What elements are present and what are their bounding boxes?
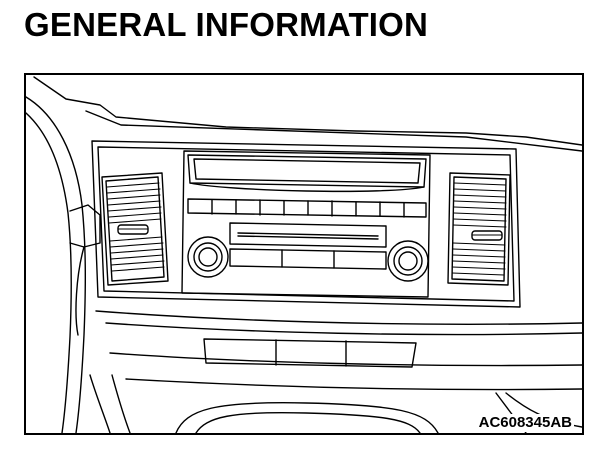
air-vent-right [447,172,511,286]
panel-contours [95,310,582,391]
vent-louvers-right [451,182,507,276]
preset-buttons [187,198,427,218]
page-title: GENERAL INFORMATION [24,6,429,43]
vent-knob-left [117,224,149,235]
climate-control-switches [203,338,417,368]
volume-knob [187,236,229,278]
figure-id-label: AC608345AB [476,414,574,432]
center-panel-bezel [91,140,521,308]
air-vent-left [101,172,169,286]
steering-wheel [26,96,101,433]
dashboard-top-surface [33,76,582,152]
tuning-knob [387,240,429,282]
audio-unit [181,150,431,298]
dashboard-illustration [26,76,582,433]
lower-buttons [229,248,387,270]
vent-knob-right [471,230,503,241]
cd-slot [229,222,387,248]
illustration-frame: AC608345AB [24,73,584,435]
vent-louvers-left [106,182,165,272]
